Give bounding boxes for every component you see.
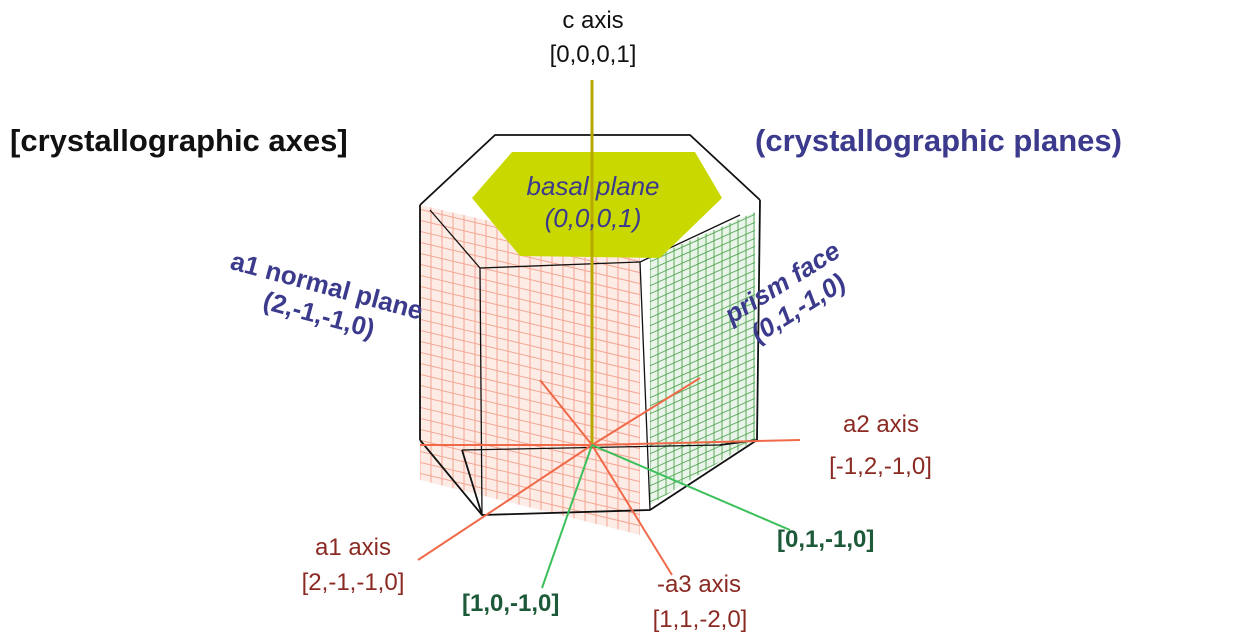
grid-line bbox=[645, 508, 760, 560]
a-axes bbox=[417, 377, 801, 576]
grid-line bbox=[420, 294, 640, 353]
grid-line bbox=[650, 387, 755, 441]
basal-plane-hexagon bbox=[472, 152, 722, 258]
grid-line bbox=[420, 349, 640, 408]
grid-line bbox=[420, 305, 640, 364]
a3-axis-index: [1,1,-2,0] bbox=[652, 606, 748, 633]
grid-line bbox=[650, 275, 755, 329]
grid-line bbox=[420, 316, 640, 375]
direction-1-line bbox=[541, 444, 593, 589]
grid-line bbox=[650, 411, 755, 465]
grid-line bbox=[650, 379, 755, 433]
grid-line bbox=[420, 470, 640, 529]
grid-line bbox=[650, 227, 755, 281]
grid-line bbox=[650, 291, 755, 345]
grid-line bbox=[420, 327, 640, 386]
direction-1-label: [1,0,-1,0] bbox=[462, 590, 560, 617]
grid-line bbox=[650, 331, 755, 385]
grid-line bbox=[420, 261, 640, 320]
grid-line bbox=[420, 228, 640, 287]
grid-line bbox=[650, 251, 755, 305]
direction-vectors bbox=[541, 444, 791, 589]
a3-axis-line bbox=[591, 444, 673, 576]
a1-back-line bbox=[591, 377, 701, 446]
grid-line bbox=[650, 339, 755, 393]
direction-2-label: [0,1,-1,0] bbox=[777, 526, 875, 553]
grid-line bbox=[420, 459, 640, 518]
grid-line bbox=[650, 323, 755, 377]
a2-axis-name: a2 axis bbox=[842, 411, 920, 438]
a1-axis-name: a1 axis bbox=[314, 534, 392, 561]
grid-line bbox=[420, 272, 640, 331]
grid-line bbox=[650, 212, 755, 265]
grid-line bbox=[650, 427, 755, 481]
prism-face-grid bbox=[645, 212, 760, 560]
grid-line bbox=[420, 393, 640, 452]
grid-line bbox=[650, 347, 755, 401]
grid-line bbox=[650, 315, 755, 369]
basal-plane-label: basal plane (0,0,0,1) bbox=[498, 170, 688, 234]
grid-line bbox=[420, 525, 640, 535]
a3-axis-name: -a3 axis bbox=[656, 571, 742, 598]
basal-plane-name: basal plane bbox=[526, 171, 660, 201]
basal-plane-index: (0,0,0,1) bbox=[544, 203, 642, 233]
grid-line bbox=[650, 371, 755, 425]
a1-axis-line bbox=[417, 444, 593, 561]
grid-line bbox=[650, 307, 755, 361]
grid-line bbox=[650, 267, 755, 321]
grid-line bbox=[650, 403, 755, 457]
c-axis-index: [0,0,0,1] bbox=[549, 41, 637, 68]
grid-line bbox=[650, 419, 755, 473]
grid-line bbox=[650, 499, 755, 505]
axes-heading: [crystallographic axes] bbox=[10, 123, 348, 158]
grid-line bbox=[420, 283, 640, 342]
grid-line bbox=[650, 235, 755, 289]
planes-heading: (crystallographic planes) bbox=[755, 123, 1122, 158]
grid-line bbox=[650, 243, 755, 297]
grid-line bbox=[650, 395, 755, 449]
grid-line bbox=[650, 259, 755, 313]
grid-line bbox=[410, 537, 650, 594]
direction-2-line bbox=[591, 444, 791, 531]
grid-line bbox=[650, 363, 755, 417]
a2-axis-line bbox=[591, 439, 801, 446]
grid-line bbox=[420, 338, 640, 397]
grid-line bbox=[650, 219, 755, 273]
grid-line bbox=[420, 360, 640, 419]
a2-axis-index: [-1,2,-1,0] bbox=[829, 453, 932, 480]
grid-line bbox=[420, 382, 640, 441]
grid-line bbox=[420, 239, 640, 298]
a2-back-line bbox=[539, 379, 593, 446]
grid-line bbox=[650, 491, 755, 505]
grid-line bbox=[420, 437, 640, 496]
grid-line bbox=[650, 299, 755, 353]
grid-line bbox=[420, 448, 640, 507]
grid-line bbox=[420, 250, 640, 309]
c-axis-name: c axis bbox=[562, 7, 624, 34]
a1-axis-index: [2,-1,-1,0] bbox=[301, 569, 405, 596]
grid-line bbox=[650, 435, 755, 489]
grid-line bbox=[420, 371, 640, 430]
grid-line bbox=[650, 283, 755, 337]
